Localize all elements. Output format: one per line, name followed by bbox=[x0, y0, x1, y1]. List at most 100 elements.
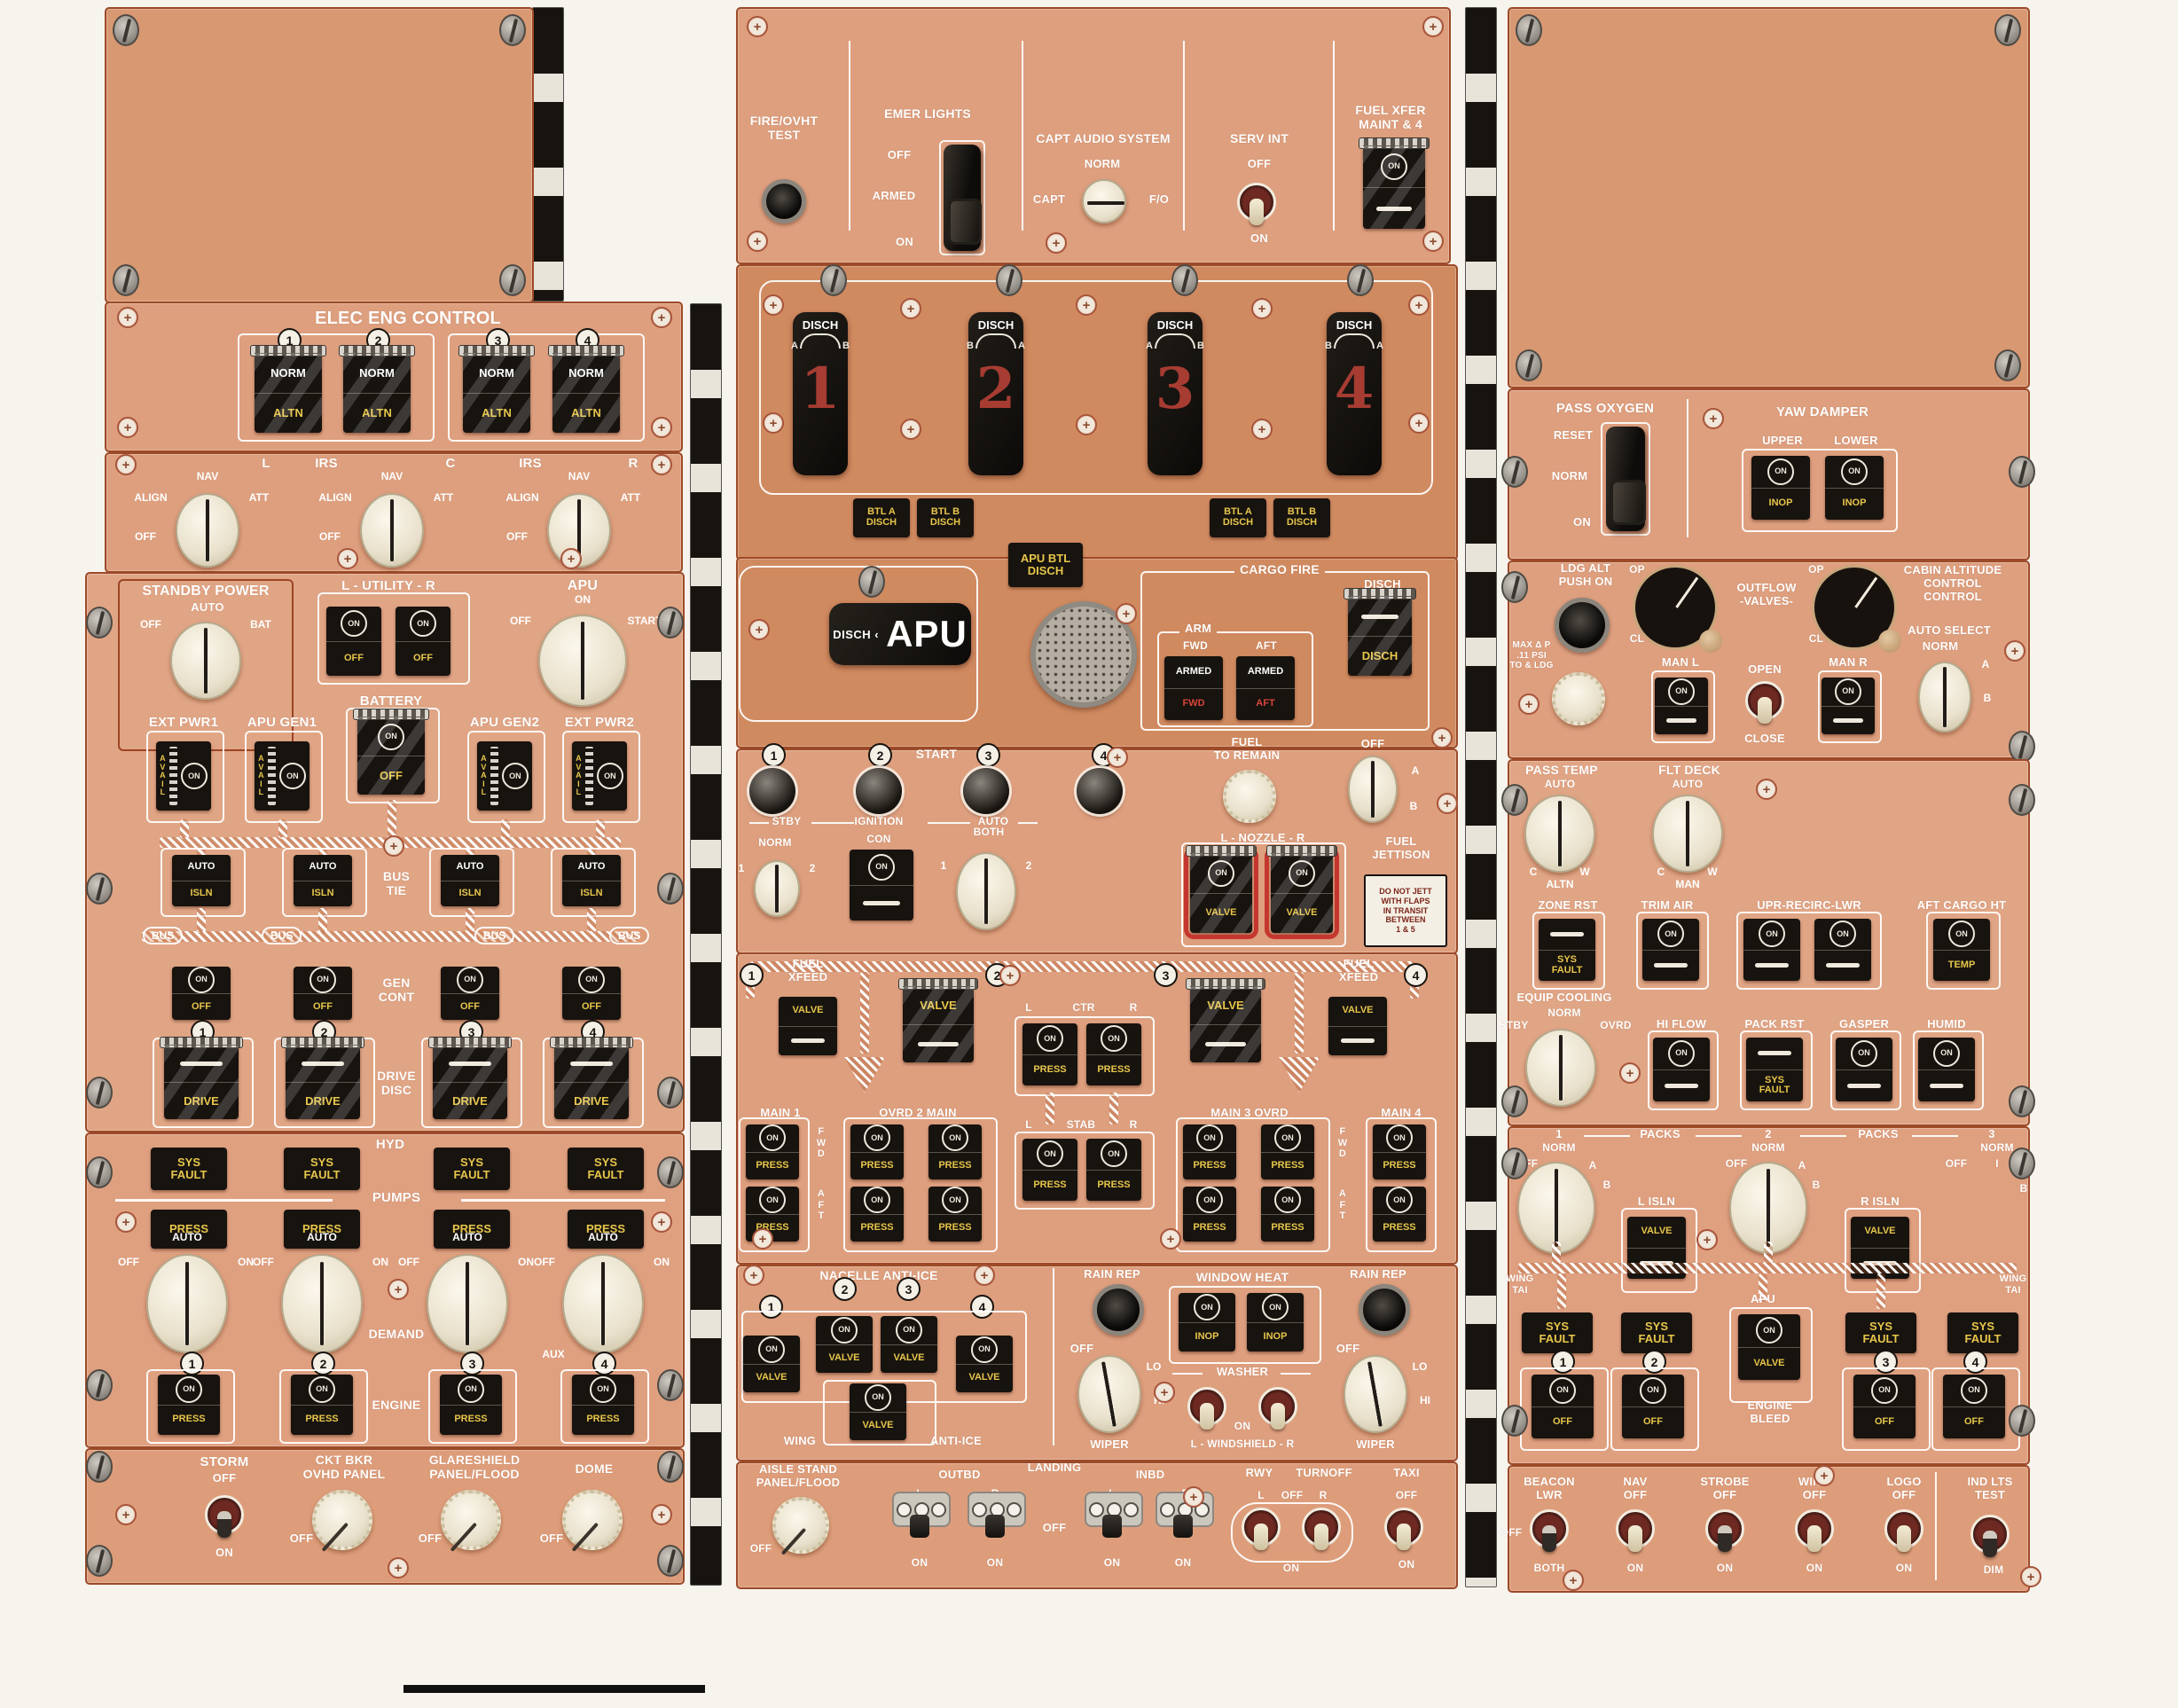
rain-repellent-l-button[interactable] bbox=[1093, 1284, 1144, 1336]
fuel-to-remain-knob[interactable] bbox=[1223, 770, 1276, 823]
outflow-man-l-switch[interactable]: ON bbox=[1655, 678, 1708, 734]
equip-cooling-knob[interactable] bbox=[1525, 1029, 1596, 1107]
fuel-xfeed-1-valve[interactable]: VALVE bbox=[779, 997, 837, 1055]
auto-ignition-knob[interactable] bbox=[956, 852, 1016, 930]
hyd-demand-1-knob[interactable] bbox=[146, 1254, 228, 1353]
pack-1-knob[interactable] bbox=[1517, 1162, 1595, 1254]
start-knob-4[interactable] bbox=[1077, 768, 1123, 814]
gasper-button[interactable]: ON bbox=[1836, 1038, 1892, 1101]
washer-r-switch[interactable] bbox=[1258, 1387, 1297, 1430]
rain-repellent-r-button[interactable] bbox=[1359, 1284, 1410, 1336]
washer-l-switch[interactable] bbox=[1187, 1387, 1226, 1430]
strobe-light-switch[interactable] bbox=[1705, 1509, 1744, 1553]
apu-fire-handle[interactable]: DISCH ‹APU bbox=[829, 603, 971, 665]
apu-selector-knob[interactable] bbox=[538, 615, 627, 707]
logo-light-switch[interactable] bbox=[1884, 1509, 1923, 1553]
drive-disc-3-switch[interactable]: DRIVE bbox=[428, 1037, 512, 1119]
continuous-ignition-switch[interactable]: ON bbox=[850, 850, 913, 921]
landing-light-outbd-r[interactable] bbox=[968, 1492, 1026, 1547]
irs-r-knob[interactable] bbox=[547, 493, 611, 568]
landing-light-outbd-l[interactable] bbox=[892, 1492, 951, 1547]
pass-oxygen-switch[interactable] bbox=[1601, 422, 1650, 536]
storm-switch[interactable] bbox=[205, 1495, 244, 1539]
nav-light-switch[interactable] bbox=[1616, 1509, 1655, 1553]
glareshield-knob[interactable] bbox=[441, 1490, 501, 1552]
start-knob-1[interactable] bbox=[749, 768, 795, 814]
capt-audio-selector[interactable] bbox=[1082, 179, 1126, 223]
humid-button[interactable]: ON bbox=[1918, 1038, 1975, 1101]
aisle-stand-knob[interactable] bbox=[772, 1497, 829, 1555]
ldg-alt-crank[interactable] bbox=[1552, 672, 1605, 725]
hyd-demand-4-knob[interactable] bbox=[562, 1254, 644, 1353]
cargo-fire-disch-switch[interactable]: DISCH bbox=[1344, 588, 1416, 676]
wing-light-switch[interactable] bbox=[1795, 1509, 1834, 1553]
ldg-alt-knob[interactable] bbox=[1555, 598, 1610, 653]
pack-2-knob[interactable] bbox=[1729, 1162, 1807, 1254]
wiper-l-knob[interactable] bbox=[1077, 1355, 1141, 1433]
cabin-alt-auto-select-knob[interactable] bbox=[1918, 662, 1971, 733]
trim-air-button[interactable]: ON bbox=[1642, 919, 1699, 981]
dome-light-knob[interactable] bbox=[562, 1490, 623, 1552]
pass-temp-knob[interactable] bbox=[1524, 795, 1595, 873]
flt-deck-temp-knob[interactable] bbox=[1652, 795, 1723, 873]
fuel-xfeed-4-valve[interactable]: VALVE bbox=[1328, 997, 1387, 1055]
zone-rst-button[interactable]: SYS FAULT bbox=[1539, 919, 1595, 981]
standby-power-knob[interactable] bbox=[170, 622, 241, 700]
drive-disc-4-switch[interactable]: DRIVE bbox=[550, 1037, 633, 1119]
rwy-turnoff-l-switch[interactable] bbox=[1242, 1508, 1281, 1551]
outflow-open-close-switch[interactable] bbox=[1745, 681, 1784, 725]
ind-lts-test-switch[interactable] bbox=[1970, 1515, 2010, 1558]
fire-ovht-test-button[interactable] bbox=[762, 179, 806, 223]
irs-l-knob[interactable] bbox=[176, 493, 239, 568]
serv-int-switch[interactable] bbox=[1237, 183, 1276, 226]
emer-lights-switch[interactable] bbox=[939, 140, 985, 255]
outflow-man-r-switch[interactable]: ON bbox=[1822, 678, 1875, 734]
drive-disc-2-switch[interactable]: DRIVE bbox=[281, 1037, 364, 1119]
fuel-xfer-maint-switch[interactable]: ON bbox=[1359, 137, 1430, 229]
